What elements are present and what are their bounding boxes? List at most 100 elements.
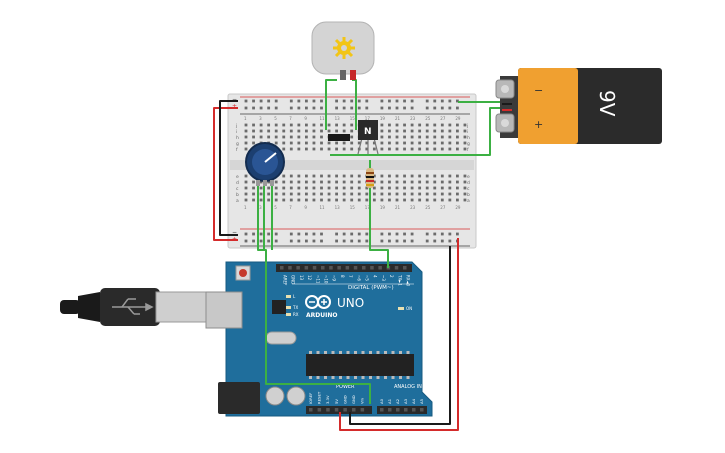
breadboard-hole[interactable]	[274, 135, 278, 139]
breadboard-hole[interactable]	[350, 129, 354, 133]
header-pin[interactable]	[329, 266, 333, 270]
breadboard-hole[interactable]	[320, 186, 323, 190]
breadboard-hole[interactable]	[327, 186, 331, 190]
breadboard-hole[interactable]	[350, 174, 354, 178]
breadboard-hole[interactable]	[244, 192, 248, 196]
breadboard-hole[interactable]	[335, 174, 338, 178]
breadboard-hole[interactable]	[305, 192, 308, 196]
breadboard-hole[interactable]	[463, 135, 467, 139]
breadboard-hole[interactable]	[433, 198, 437, 202]
breadboard-hole[interactable]	[267, 180, 271, 184]
breadboard-hole[interactable]	[372, 147, 376, 151]
breadboard-hole[interactable]	[388, 141, 391, 145]
breadboard-hole[interactable]	[320, 99, 323, 103]
breadboard-hole[interactable]	[282, 174, 286, 178]
breadboard-hole[interactable]	[433, 147, 437, 151]
breadboard-hole[interactable]	[456, 174, 459, 178]
breadboard-hole[interactable]	[380, 174, 384, 178]
breadboard-hole[interactable]	[463, 141, 467, 145]
breadboard-hole[interactable]	[320, 232, 323, 236]
breadboard-hole[interactable]	[312, 123, 316, 127]
breadboard-hole[interactable]	[297, 192, 301, 196]
breadboard-hole[interactable]	[448, 99, 452, 103]
breadboard-hole[interactable]	[448, 174, 452, 178]
dc-motor[interactable]	[311, 21, 375, 80]
breadboard-hole[interactable]	[282, 141, 286, 145]
breadboard-hole[interactable]	[282, 180, 286, 184]
breadboard-hole[interactable]	[410, 147, 414, 151]
breadboard-hole[interactable]	[244, 141, 248, 145]
breadboard-hole[interactable]	[463, 198, 467, 202]
breadboard-hole[interactable]	[252, 141, 255, 145]
breadboard-hole[interactable]	[244, 180, 248, 184]
breadboard-hole[interactable]	[395, 232, 399, 236]
breadboard-hole[interactable]	[259, 135, 263, 139]
breadboard-hole[interactable]	[395, 106, 399, 110]
breadboard-hole[interactable]	[312, 180, 316, 184]
header-pin[interactable]	[345, 266, 350, 270]
breadboard-hole[interactable]	[282, 135, 286, 139]
breadboard-hole[interactable]	[335, 186, 338, 190]
breadboard-hole[interactable]	[456, 192, 459, 196]
breadboard-hole[interactable]	[342, 147, 346, 151]
breadboard-hole[interactable]	[403, 174, 406, 178]
breadboard-hole[interactable]	[297, 129, 301, 133]
breadboard-hole[interactable]	[244, 106, 248, 110]
breadboard-hole[interactable]	[425, 123, 429, 127]
breadboard-hole[interactable]	[463, 174, 467, 178]
breadboard-hole[interactable]	[252, 135, 255, 139]
breadboard-hole[interactable]	[395, 99, 399, 103]
breadboard-hole[interactable]	[388, 174, 391, 178]
breadboard-hole[interactable]	[289, 198, 293, 202]
breadboard-hole[interactable]	[410, 135, 414, 139]
battery-9v[interactable]: − + 9V	[495, 68, 662, 144]
breadboard-hole[interactable]	[305, 106, 308, 110]
breadboard-hole[interactable]	[320, 192, 323, 196]
breadboard-hole[interactable]	[410, 123, 414, 127]
breadboard-hole[interactable]	[297, 106, 301, 110]
breadboard-hole[interactable]	[448, 123, 452, 127]
header-pin[interactable]	[337, 266, 341, 270]
breadboard-hole[interactable]	[410, 192, 414, 196]
breadboard-hole[interactable]	[395, 135, 399, 139]
breadboard-hole[interactable]	[327, 192, 331, 196]
breadboard-hole[interactable]	[267, 232, 271, 236]
breadboard-hole[interactable]	[274, 180, 278, 184]
breadboard-hole[interactable]	[335, 232, 338, 236]
breadboard-hole[interactable]	[365, 239, 369, 243]
breadboard-hole[interactable]	[305, 147, 308, 151]
breadboard-hole[interactable]	[327, 141, 331, 145]
header-pin[interactable]	[334, 408, 339, 412]
breadboard-hole[interactable]	[244, 198, 248, 202]
breadboard-hole[interactable]	[433, 135, 437, 139]
breadboard-hole[interactable]	[259, 192, 263, 196]
breadboard-hole[interactable]	[380, 99, 384, 103]
breadboard-hole[interactable]	[312, 174, 316, 178]
breadboard-hole[interactable]	[312, 192, 316, 196]
breadboard-hole[interactable]	[433, 186, 437, 190]
breadboard-hole[interactable]	[425, 174, 429, 178]
breadboard-hole[interactable]	[305, 141, 308, 145]
header-pin[interactable]	[353, 266, 358, 270]
breadboard-hole[interactable]	[320, 141, 323, 145]
breadboard-hole[interactable]	[357, 186, 361, 190]
breadboard-hole[interactable]	[425, 129, 429, 133]
breadboard-hole[interactable]	[297, 174, 301, 178]
breadboard-hole[interactable]	[289, 129, 293, 133]
breadboard-hole[interactable]	[282, 147, 286, 151]
breadboard-hole[interactable]	[388, 129, 391, 133]
breadboard-hole[interactable]	[456, 123, 459, 127]
header-pin[interactable]	[326, 408, 330, 412]
header-pin[interactable]	[304, 266, 309, 270]
breadboard-hole[interactable]	[327, 180, 331, 184]
breadboard-hole[interactable]	[433, 180, 437, 184]
breadboard-hole[interactable]	[357, 99, 361, 103]
breadboard-hole[interactable]	[403, 180, 406, 184]
header-pin[interactable]	[370, 266, 374, 270]
breadboard-hole[interactable]	[403, 141, 406, 145]
breadboard-hole[interactable]	[410, 186, 414, 190]
breadboard-hole[interactable]	[342, 106, 346, 110]
breadboard-hole[interactable]	[297, 198, 301, 202]
header-pin[interactable]	[403, 266, 407, 270]
breadboard-hole[interactable]	[440, 198, 444, 202]
